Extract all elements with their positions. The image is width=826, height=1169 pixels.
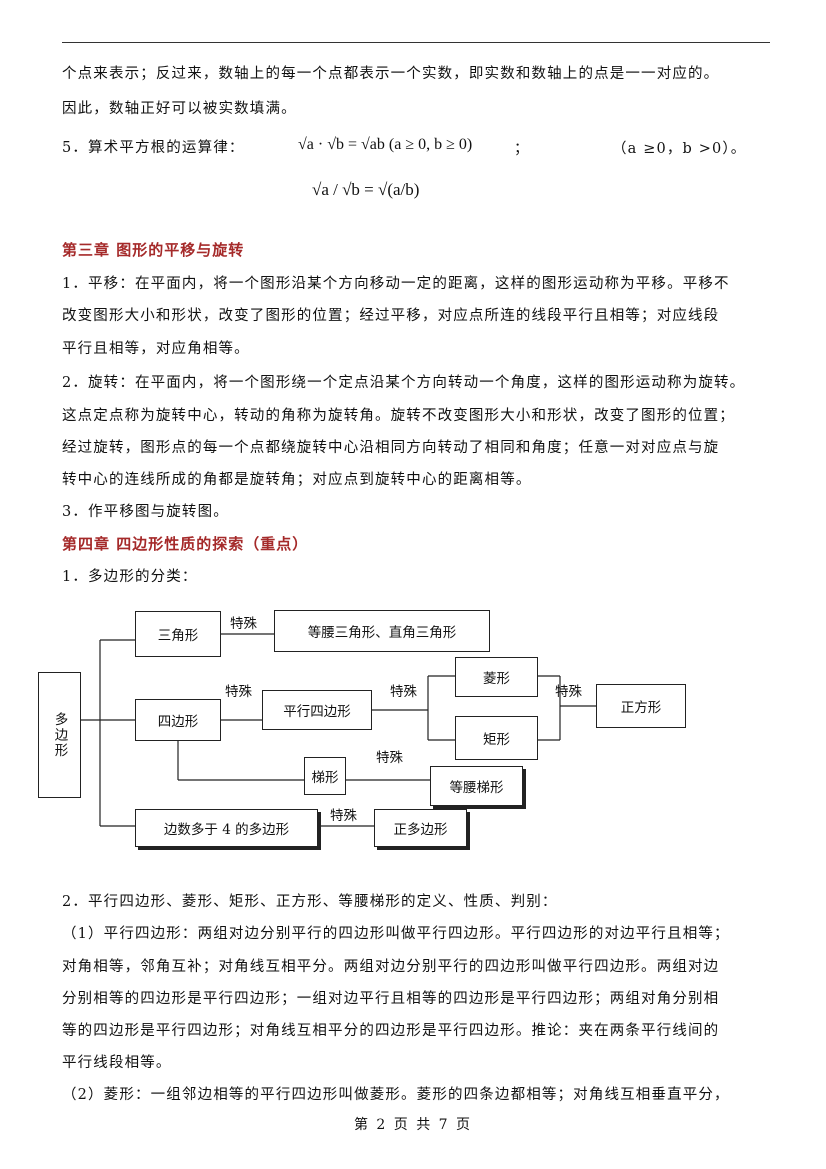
node-label: 边数多于 4 的多边形: [163, 822, 290, 838]
condition-text: （a ≥0，b >0）。: [612, 141, 747, 157]
text-line: 对角相等，邻角互补；对角线互相平分。两组对边分别平行的四边形叫做平行四边形。两组…: [62, 959, 720, 975]
text-line: 2．平行四边形、菱形、矩形、正方形、等腰梯形的定义、性质、判别：: [62, 894, 558, 910]
text-line: （2）菱形：一组邻边相等的平行四边形叫做菱形。菱形的四条边都相等；对角线互相垂直…: [62, 1087, 730, 1103]
node-label: 梯形: [311, 770, 339, 786]
special-label: 特殊: [555, 684, 582, 700]
text-line: 因此，数轴正好可以被实数填满。: [62, 101, 297, 117]
node-label: 四边形: [157, 714, 199, 730]
quotient-rule-text: √a / √b = √(a/b): [312, 180, 420, 199]
text-line: 个点来表示；反过来，数轴上的每一个点都表示一个实数，即实数和数轴上的点是一一对应…: [62, 66, 720, 82]
node-isosceles-trapezoid: 等腰梯形: [430, 766, 523, 806]
special-label: 特殊: [390, 684, 417, 700]
node-label: 正方形: [620, 700, 662, 716]
text-line: 5．算术平方根的运算律：: [62, 140, 245, 156]
special-label: 特殊: [230, 616, 257, 632]
node-label: 等腰梯形: [449, 780, 504, 796]
node-polygon-more-than-4: 边数多于 4 的多边形: [135, 809, 318, 847]
node-polygon: 多边形: [38, 672, 81, 798]
text-line: 经过旋转，图形点的每一个点都绕旋转中心沿相同方向转动了相同和角度；任意一对对应点…: [62, 440, 720, 456]
special-label: 特殊: [225, 684, 252, 700]
text-line: 转中心的连线所成的角都是旋转角；对应点到旋转中心的距离相等。: [62, 472, 532, 488]
node-label: 菱形: [483, 671, 510, 687]
node-label: 等腰三角形、直角三角形: [307, 625, 457, 641]
node-rhombus: 菱形: [455, 657, 538, 697]
node-label: 多边形: [51, 711, 68, 759]
text-line: 3．作平移图与旋转图。: [62, 504, 229, 520]
product-rule-formula: √a · √b = √ab (a ≥ 0, b ≥ 0): [298, 136, 472, 154]
text-line: 分别相等的四边形是平行四边形；一组对边平行且相等的四边形是平行四边形；两组对角分…: [62, 991, 720, 1007]
node-label: 正多边形: [393, 822, 448, 838]
node-square: 正方形: [596, 684, 686, 728]
separator: ；: [514, 141, 530, 157]
special-label: 特殊: [376, 750, 403, 766]
node-label: 平行四边形: [283, 704, 351, 720]
text-line: 这点定点称为旋转中心，转动的角称为旋转角。旋转不改变图形大小和形状，改变了图形的…: [62, 408, 735, 424]
node-trapezoid: 梯形: [304, 757, 346, 795]
chapter3-title: 第三章 图形的平移与旋转: [62, 241, 245, 259]
header-rule: [62, 42, 770, 43]
node-triangle: 三角形: [135, 611, 221, 657]
node-label: 矩形: [483, 732, 510, 748]
page-number: 第 2 页 共 7 页: [353, 1117, 473, 1133]
node-label: 三角形: [157, 628, 199, 644]
chapter4-title: 第四章 四边形性质的探索（重点）: [62, 535, 309, 553]
text-line: （1）平行四边形：两组对边分别平行的四边形叫做平行四边形。平行四边形的对边平行且…: [62, 926, 730, 942]
node-quadrilateral: 四边形: [135, 699, 221, 741]
text-line: 1．多边形的分类：: [62, 569, 198, 585]
product-rule-text: √a · √b = √ab (a ≥ 0, b ≥ 0): [298, 136, 473, 153]
quotient-rule-formula: √a / √b = √(a/b): [312, 180, 419, 200]
text-line: 改变图形大小和形状，改变了图形的位置；经过平移，对应点所连的线段平行且相等；对应…: [62, 308, 720, 324]
text-line: 1．平移：在平面内，将一个图形沿某个方向移动一定的距离，这样的图形运动称为平移。…: [62, 276, 730, 292]
text-line: 等的四边形是平行四边形；对角线互相平分的四边形是平行四边形。推论：夹在两条平行线…: [62, 1023, 720, 1039]
node-regular-polygon: 正多边形: [374, 809, 467, 847]
text-line: 平行且相等，对应角相等。: [62, 341, 250, 357]
node-parallelogram: 平行四边形: [262, 690, 372, 730]
text-line: 2．旋转：在平面内，将一个图形绕一个定点沿某个方向转动一个角度，这样的图形运动称…: [62, 375, 746, 391]
node-isosceles-right-triangle: 等腰三角形、直角三角形: [274, 610, 490, 652]
special-label: 特殊: [330, 808, 357, 824]
text-line: 平行线段相等。: [62, 1055, 172, 1071]
node-rectangle: 矩形: [455, 716, 538, 760]
